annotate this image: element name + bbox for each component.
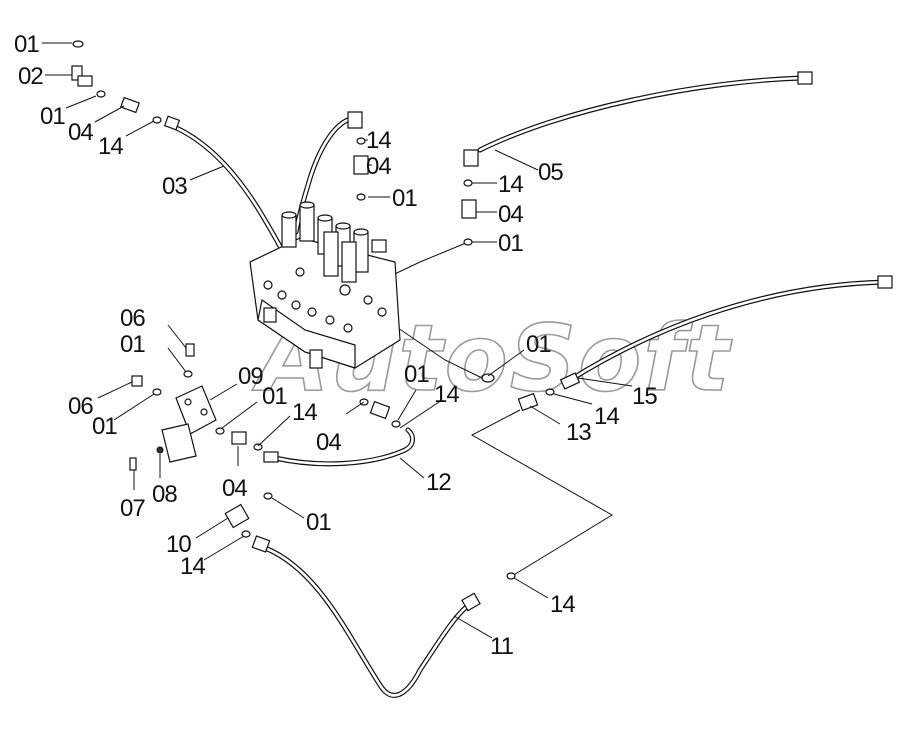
label-12: 12 bbox=[426, 469, 451, 496]
label-08: 08 bbox=[152, 481, 177, 508]
bracket-line-13 bbox=[470, 409, 613, 577]
label-14-h: 14 bbox=[550, 591, 575, 618]
label-05: 05 bbox=[538, 159, 563, 186]
label-10: 10 bbox=[166, 531, 191, 558]
label-14-b: 14 bbox=[366, 127, 391, 154]
label-02: 02 bbox=[18, 63, 43, 90]
hose-03 bbox=[169, 123, 291, 265]
fittings-top-center bbox=[347, 111, 369, 201]
label-14-c: 14 bbox=[498, 171, 523, 198]
label-01-j: 01 bbox=[526, 331, 551, 358]
fittings-center-12 bbox=[359, 398, 401, 428]
label-14-a: 14 bbox=[98, 133, 123, 160]
label-01-d: 01 bbox=[498, 230, 523, 257]
part-labels: 01 02 01 04 14 03 14 04 01 05 14 04 01 0… bbox=[14, 31, 658, 660]
fittings-lower-left-10 bbox=[224, 492, 516, 612]
fittings-top-left bbox=[71, 40, 181, 131]
label-07: 07 bbox=[120, 495, 145, 522]
label-14-d: 14 bbox=[292, 399, 317, 426]
label-01-i: 01 bbox=[306, 509, 331, 536]
label-01-c: 01 bbox=[392, 185, 417, 212]
label-01-e: 01 bbox=[120, 331, 145, 358]
hose-11 bbox=[262, 545, 473, 698]
label-06-a: 06 bbox=[120, 305, 145, 332]
label-04-a: 04 bbox=[68, 119, 93, 146]
fittings-right-13-15 bbox=[481, 275, 893, 412]
label-15: 15 bbox=[632, 383, 657, 410]
label-01-g: 01 bbox=[262, 383, 287, 410]
label-01-f: 01 bbox=[92, 413, 117, 440]
label-14-g: 14 bbox=[594, 403, 619, 430]
label-14-f: 14 bbox=[180, 553, 205, 580]
label-04-e: 04 bbox=[316, 429, 341, 456]
pipe-control-to-13 bbox=[397, 327, 483, 379]
hose-12 bbox=[272, 427, 415, 467]
label-04-c: 04 bbox=[498, 201, 523, 228]
label-04-d: 04 bbox=[222, 475, 247, 502]
label-14-e: 14 bbox=[434, 381, 459, 408]
fittings-right-05 bbox=[461, 71, 813, 246]
label-11: 11 bbox=[490, 633, 514, 660]
label-03: 03 bbox=[162, 173, 187, 200]
hose-15 bbox=[567, 279, 889, 383]
label-06-b: 06 bbox=[68, 393, 93, 420]
label-01-h: 01 bbox=[404, 361, 429, 388]
control-valve-block bbox=[249, 201, 401, 369]
label-04-b: 04 bbox=[366, 153, 391, 180]
label-09: 09 bbox=[238, 363, 263, 390]
hose-upper-center bbox=[293, 115, 358, 235]
leader-lines bbox=[42, 42, 633, 639]
hose-05 bbox=[477, 75, 811, 153]
label-13: 13 bbox=[566, 419, 591, 446]
label-01-b: 01 bbox=[40, 103, 65, 130]
fittings-left-bracket bbox=[129, 343, 279, 471]
label-01-a: 01 bbox=[14, 31, 39, 58]
